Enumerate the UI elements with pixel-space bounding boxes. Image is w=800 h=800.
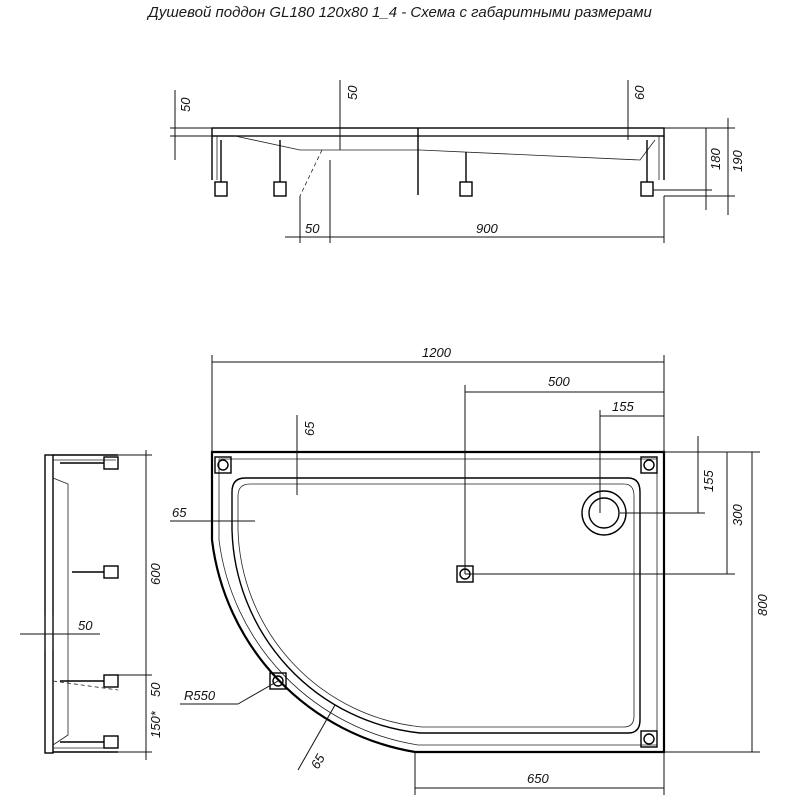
dim-top-right-60: 60 <box>632 85 647 100</box>
dim-300: 300 <box>730 504 745 526</box>
tray-rim <box>211 127 665 137</box>
front-elevation-view: 50 50 60 180 190 50 900 <box>170 80 745 243</box>
dim-650: 650 <box>527 771 549 786</box>
dim-top-mid-50: 50 <box>345 85 360 100</box>
dim-top-left-50: 50 <box>178 97 193 112</box>
dim-800: 800 <box>755 594 770 616</box>
side-support-legs <box>60 456 119 749</box>
dim-65-diagonal: 65 <box>308 751 329 772</box>
plan-view: 1200 500 155 65 155 300 800 65 R550 65 <box>170 345 770 795</box>
dim-width-1200: 1200 <box>422 345 452 360</box>
tray-bottom-profile <box>234 135 656 161</box>
side-elevation-view: 600 50 150* 50 <box>20 450 163 760</box>
tray-outer-contour <box>210 450 666 754</box>
corner-feet <box>214 456 658 748</box>
dim-radius-550: R550 <box>184 688 216 703</box>
dim-bottom-50: 50 <box>305 221 320 236</box>
dim-155-top: 155 <box>612 399 634 414</box>
side-rim <box>44 454 54 754</box>
dim-155-right: 155 <box>701 470 716 492</box>
dim-side-150: 150* <box>148 710 163 738</box>
dim-side-50-right: 50 <box>148 682 163 697</box>
dim-65-left: 65 <box>172 505 187 520</box>
drain-outlet-inner <box>588 497 620 529</box>
dim-65-top: 65 <box>302 421 317 436</box>
dim-side-600: 600 <box>148 563 163 585</box>
dim-500: 500 <box>548 374 570 389</box>
support-legs <box>214 140 654 197</box>
dim-height-180: 180 <box>708 148 723 170</box>
dim-height-190: 190 <box>730 150 745 172</box>
dim-width-900: 900 <box>476 221 498 236</box>
diagram-title: Душевой поддон GL180 120x80 1_4 - Схема … <box>148 4 652 21</box>
dim-side-50-left: 50 <box>78 618 93 633</box>
tray-inner-basin <box>231 477 641 734</box>
